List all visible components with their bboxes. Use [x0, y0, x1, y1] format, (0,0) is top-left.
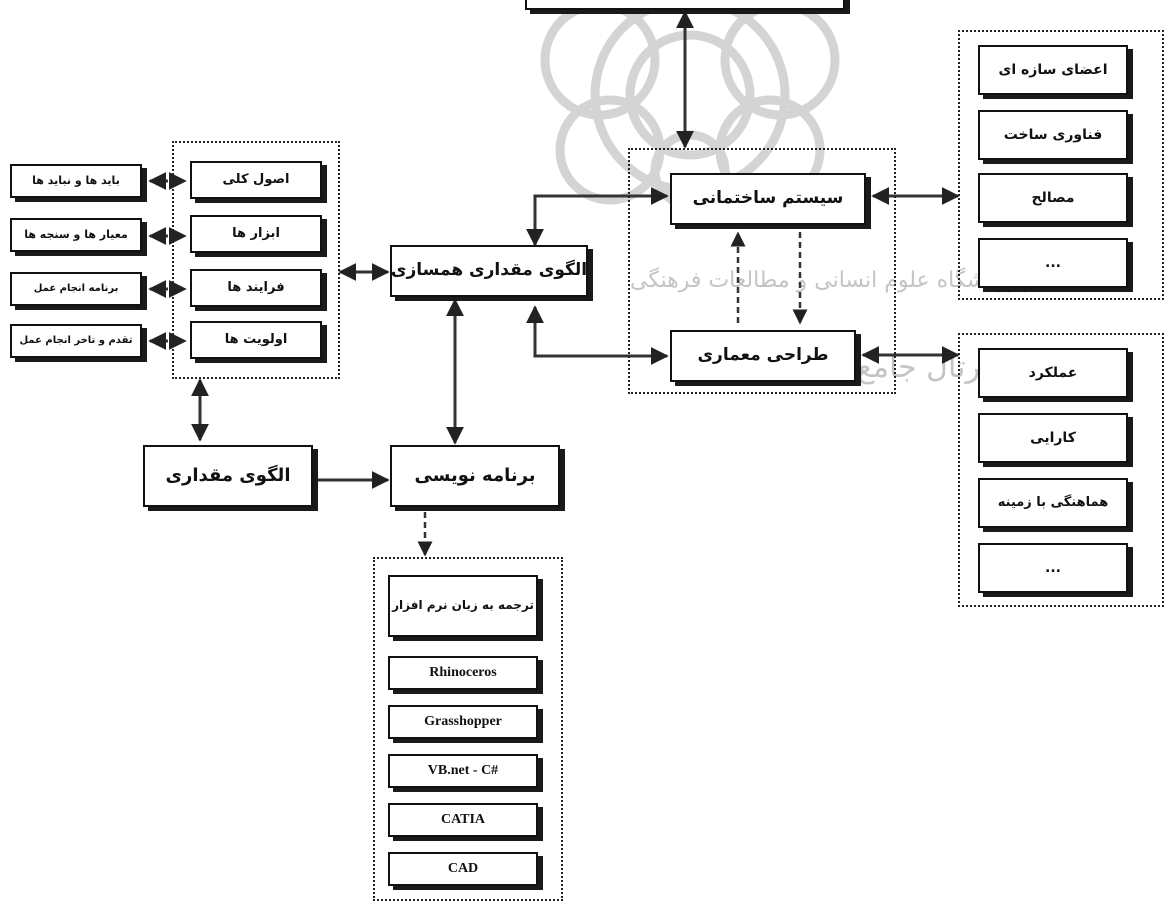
left-group-box-1: اصول کلی — [190, 161, 322, 199]
software-box-1: ترجمه به زبان نرم افزار — [388, 575, 538, 637]
software-box-4: VB.net - C# — [388, 754, 538, 788]
right-top-box-1: اعضای سازه ای — [978, 45, 1128, 95]
far-left-box-1: باید ها و نباید ها — [10, 164, 142, 198]
far-left-box-3: برنامه انجام عمل — [10, 272, 142, 306]
left-group-box-2: ابزار ها — [190, 215, 322, 253]
right-bottom-group — [958, 333, 1164, 607]
middle-group — [628, 148, 896, 394]
right-top-box-3: مصالح — [978, 173, 1128, 223]
right-top-box-4: ... — [978, 238, 1128, 288]
top-node — [525, 0, 845, 10]
software-box-5: CATIA — [388, 803, 538, 837]
right-top-box-2: فناوری ساخت — [978, 110, 1128, 160]
software-box-2: Rhinoceros — [388, 656, 538, 690]
right-bottom-box-3: هماهنگی با زمینه — [978, 478, 1128, 528]
software-box-3: Grasshopper — [388, 705, 538, 739]
software-box-6: CAD — [388, 852, 538, 886]
far-left-box-2: معیار ها و سنجه ها — [10, 218, 142, 252]
center-node: الگوی مقداری همسازی — [390, 245, 588, 297]
right-bottom-box-1: عملکرد — [978, 348, 1128, 398]
right-bottom-box-2: کارایی — [978, 413, 1128, 463]
far-left-box-4: تقدم و تاخر انجام عمل — [10, 324, 142, 358]
left-group-box-3: فرایند ها — [190, 269, 322, 307]
programming-node: برنامه نویسی — [390, 445, 560, 507]
left-group-box-4: اولویت ها — [190, 321, 322, 359]
building-system-node: سیستم ساختمانی — [670, 173, 866, 225]
left-group — [172, 141, 340, 379]
watermark-line1: پژوهشگاه علوم انسانی و مطالعات فرهنگی — [630, 268, 1028, 293]
architectural-design-node: طراحی معماری — [670, 330, 856, 382]
software-group — [373, 557, 563, 901]
right-bottom-box-4: ... — [978, 543, 1128, 593]
quant-node: الگوی مقداری — [143, 445, 313, 507]
right-top-group — [958, 30, 1164, 300]
